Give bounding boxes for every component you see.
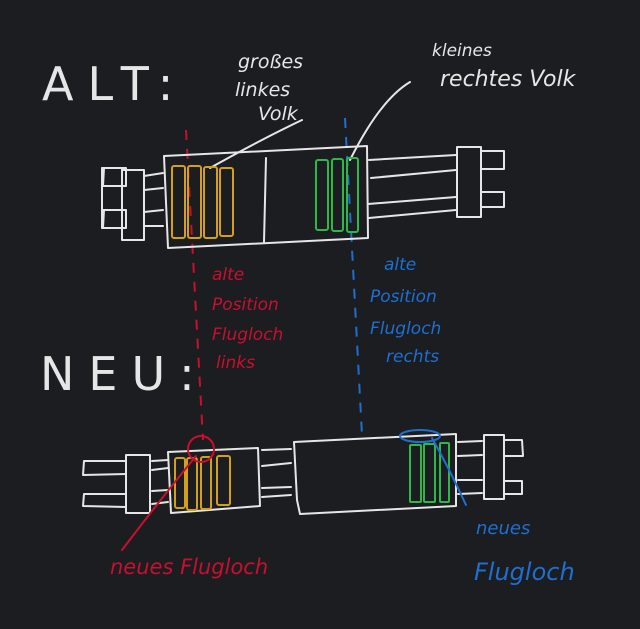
label-line: links — [216, 353, 255, 373]
label-new-entrance-left: neues Flugloch — [110, 555, 268, 579]
label-line: Flugloch — [474, 558, 575, 586]
heading-alt: ALT: — [42, 57, 187, 111]
guide-line-right-entrance — [344, 117, 363, 436]
hive-end-block — [121, 169, 145, 241]
pointer-line-small-colony — [349, 81, 411, 161]
label-line: Volk — [258, 103, 299, 125]
frame-green — [315, 159, 329, 231]
hive-rails — [143, 172, 164, 227]
frames-large-colony — [174, 455, 231, 511]
hive-stub-lines — [102, 167, 125, 229]
label-line: kleines — [432, 41, 492, 61]
new-entrance-left-marker — [187, 435, 215, 463]
pointer-line-large-colony — [209, 119, 303, 169]
label-line: Flugloch — [212, 325, 283, 345]
frame-yellow — [171, 165, 186, 239]
label-line: alte — [384, 255, 416, 275]
label-line: Position — [370, 287, 437, 307]
label-line: linkes — [235, 79, 290, 101]
label-small-right-colony: kleines rechtes Volk — [432, 41, 577, 92]
pointer-line-new-entrance-left — [121, 455, 197, 551]
label-old-entrance-right: alte Position Flugloch rechts — [370, 255, 441, 367]
frame-green — [423, 443, 436, 503]
frame-green — [331, 158, 344, 232]
frame-green — [346, 157, 359, 233]
hive-rails — [151, 459, 169, 505]
label-line: rechtes Volk — [440, 67, 577, 92]
new-entrance-right-marker — [399, 429, 441, 443]
label-line: Flugloch — [370, 319, 441, 339]
hive-stub-lines — [82, 460, 127, 508]
hive-rails — [457, 440, 483, 495]
hive-divider — [263, 157, 267, 243]
frames-large-colony — [171, 165, 234, 239]
hive-stub-lines — [503, 439, 524, 495]
frame-yellow — [203, 166, 218, 239]
frame-green — [409, 444, 422, 503]
hive-body-left — [167, 447, 261, 514]
pointer-line-new-entrance-right — [431, 437, 467, 506]
frame-yellow — [200, 456, 212, 510]
frames-small-colony — [409, 442, 450, 503]
label-line: großes — [238, 51, 303, 73]
frame-yellow — [219, 167, 234, 237]
hive-stub-lines — [480, 150, 505, 208]
heading-neu: NEU: — [40, 347, 209, 401]
frames-small-colony — [315, 157, 359, 233]
guide-line-left-entrance — [185, 129, 204, 441]
hive-body — [163, 145, 369, 249]
hive-end-block — [125, 454, 151, 514]
new-hive — [82, 433, 524, 515]
hive-end-block — [456, 146, 482, 218]
frame-green — [439, 442, 450, 503]
old-hive — [101, 145, 505, 249]
label-line: Position — [212, 295, 279, 315]
frame-yellow — [216, 455, 231, 506]
hive-end-block — [483, 434, 505, 500]
hive-rails — [367, 154, 457, 219]
label-line: alte — [212, 265, 244, 285]
hive-body-right — [293, 433, 457, 515]
label-new-entrance-right: neues Flugloch — [474, 518, 575, 586]
label-line: rechts — [386, 347, 439, 367]
label-line: neues — [476, 518, 530, 539]
label-old-entrance-left: alte Position Flugloch links — [212, 265, 283, 373]
label-large-left-colony: großes linkes Volk — [235, 51, 303, 125]
hive-rails — [261, 448, 292, 498]
frame-yellow — [174, 457, 186, 509]
frame-yellow — [187, 165, 202, 239]
